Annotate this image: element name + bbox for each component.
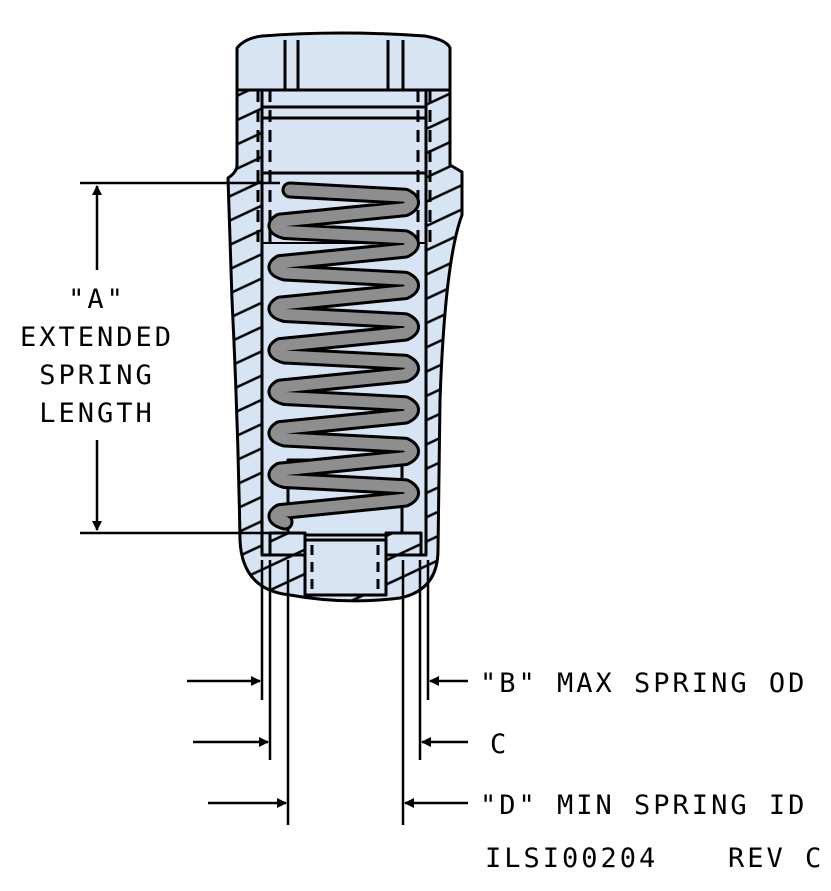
- hex-cap: [235, 31, 452, 92]
- label-c: C: [490, 729, 509, 760]
- label-a-spring: SPRING: [39, 360, 155, 391]
- bottom-hole: [303, 538, 388, 597]
- compression-spring: [267, 181, 420, 531]
- label-a-extended: EXTENDED: [20, 322, 174, 353]
- label-a-length: LENGTH: [39, 398, 155, 429]
- extension-lines: [260, 560, 430, 825]
- dimension-arrows: [187, 676, 468, 808]
- bottom-washer-right: [384, 531, 423, 557]
- spring-coil: [270, 184, 417, 528]
- bottom-washer-left: [268, 531, 307, 557]
- label-a: "A": [68, 284, 126, 315]
- dimension-a: [80, 181, 290, 535]
- revision: REV C: [728, 843, 824, 874]
- label-b-max-spring-od: "B" MAX SPRING OD: [480, 668, 807, 699]
- label-d-min-spring-id: "D" MIN SPRING ID: [480, 790, 807, 821]
- drawing-number: ILSI00204: [485, 843, 658, 874]
